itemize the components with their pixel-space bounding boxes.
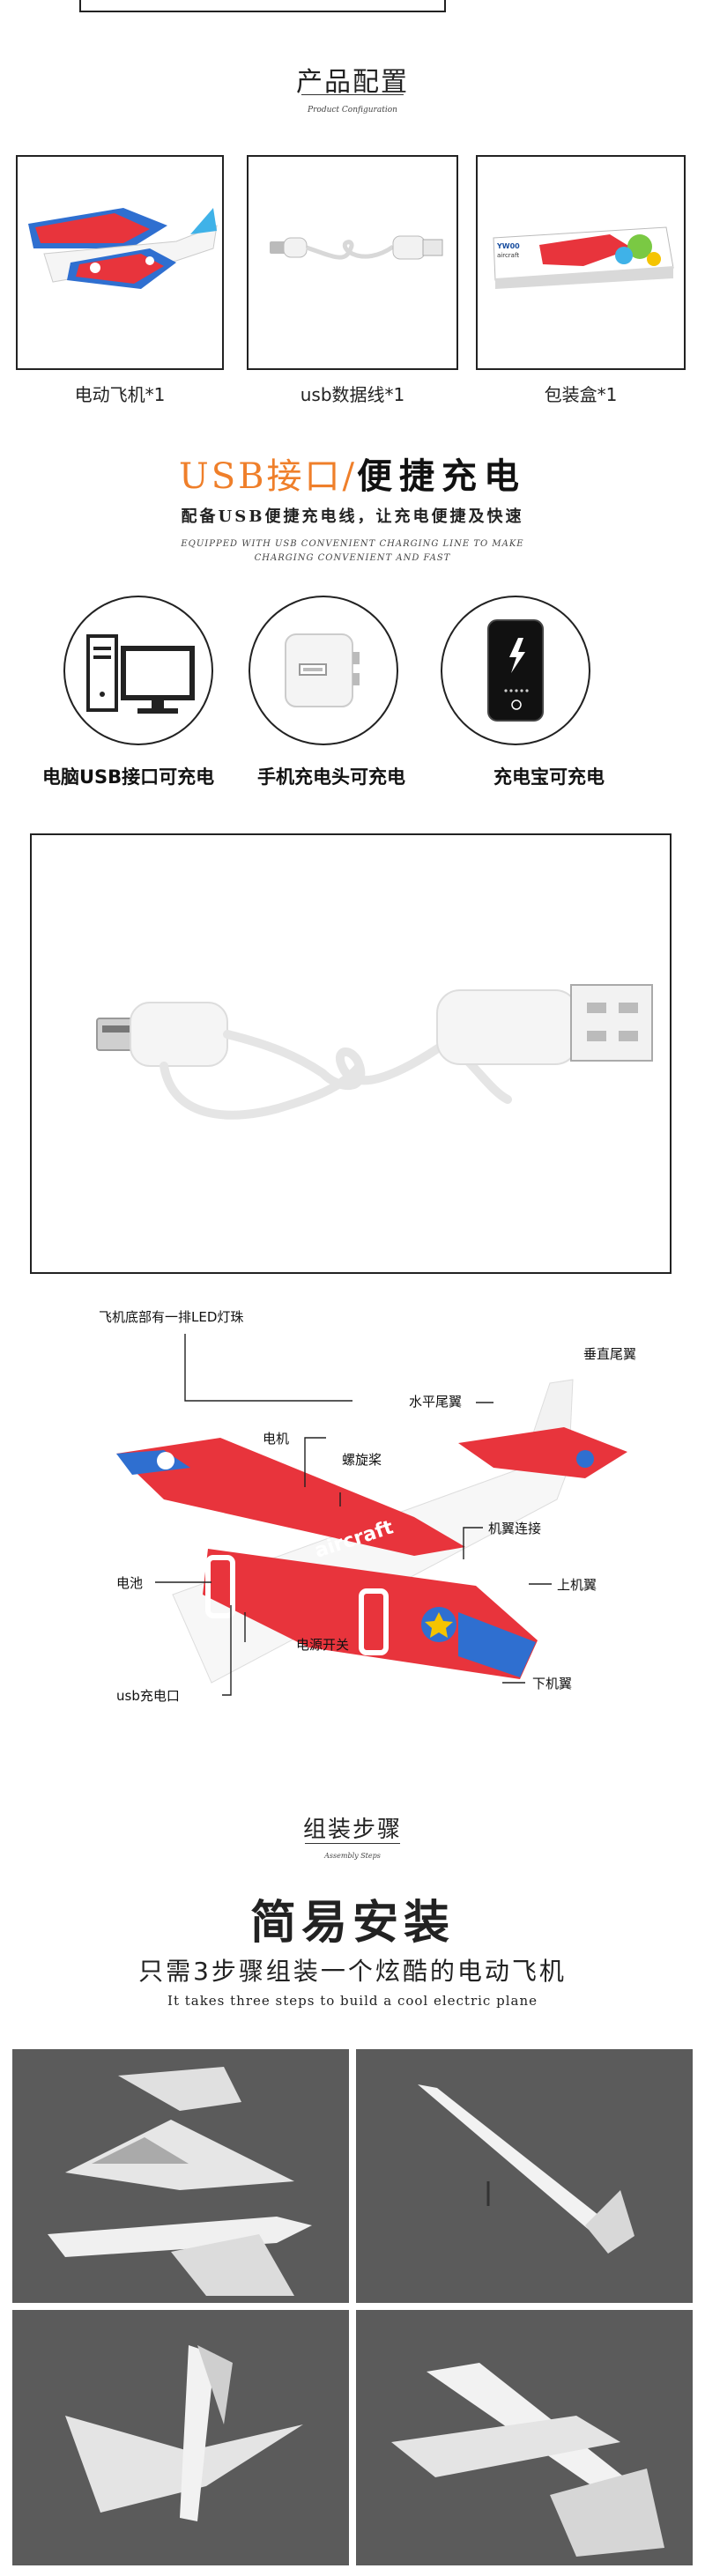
label-horizontal-tail: 水平尾翼 — [409, 1394, 463, 1410]
label-led: 飞机底部有一排LED灯珠 — [99, 1309, 244, 1325]
step-photo-4 — [356, 2310, 693, 2565]
fuselage-image — [418, 2084, 634, 2254]
config-subtitle: Product Configuration — [308, 106, 397, 115]
method-label-computer: 电脑USB接口可充电 — [42, 766, 215, 788]
box-brand-text: YW00 — [496, 242, 520, 250]
computer-icon — [86, 634, 195, 714]
computer-circle — [63, 596, 213, 745]
powerbank-circle — [441, 596, 590, 745]
config-title-rule — [301, 94, 404, 95]
usb-title-main: 便捷充电 — [356, 456, 526, 497]
method-label-charger: 手机充电头可充电 — [257, 766, 405, 788]
assembly-subtitle: Assembly Steps — [324, 1852, 381, 1860]
label-battery: 电池 — [116, 1575, 144, 1591]
cable-product-image — [270, 235, 443, 260]
plane-product-image — [28, 208, 218, 289]
assembly-headline: 简易安装 — [249, 1897, 455, 1950]
top-frame — [79, 0, 446, 12]
label-wing-joint: 机翼连接 — [488, 1521, 542, 1536]
assembly-title-rule — [305, 1843, 400, 1844]
plane-parts-image — [48, 2067, 312, 2296]
assembly-title: 组装步骤 — [302, 1817, 402, 1843]
usb-cable-image — [96, 984, 653, 1120]
label-upper-wing: 上机翼 — [557, 1577, 597, 1593]
charger-circle — [249, 596, 398, 745]
cable-photo-frame — [30, 833, 672, 1274]
plane-diagram: aircraft 飞机底部有一排LED灯珠 垂直尾翼 水平尾翼 电机 螺旋桨 机… — [0, 1295, 705, 1771]
label-lower-wing: 下机翼 — [532, 1676, 573, 1691]
usb-section-title: USB接口/便捷充电 — [0, 448, 705, 499]
usb-title-accent: USB接口/ — [179, 456, 357, 497]
method-label-powerbank: 充电宝可充电 — [494, 766, 605, 788]
config-label-plane: 电动飞机*1 — [74, 384, 166, 405]
config-card-box: YW00 aircraft — [476, 155, 686, 370]
label-motor: 电机 — [263, 1431, 290, 1447]
label-vertical-tail: 垂直尾翼 — [583, 1346, 637, 1362]
config-card-cable — [247, 155, 458, 370]
label-propeller: 螺旋桨 — [342, 1452, 382, 1468]
usb-desc: 配备USB便捷充电线，让充电便捷及快速 — [181, 507, 524, 526]
plane-diagram-image: aircraft — [116, 1334, 627, 1696]
plane-finished-image — [391, 2363, 664, 2557]
usb-en-line2: CHARGING CONVENIENT AND FAST — [254, 553, 451, 563]
config-card-plane — [16, 155, 224, 370]
step-photo-2 — [356, 2049, 693, 2303]
step-photo-3 — [12, 2310, 349, 2565]
usb-en-line1: EQUIPPED WITH USB CONVENIENT CHARGING LI… — [181, 539, 524, 549]
box-product-image: YW00 aircraft — [493, 226, 674, 289]
config-title: 产品配置 — [296, 67, 409, 98]
config-label-box: 包装盒*1 — [544, 384, 618, 405]
charger-icon — [285, 633, 360, 707]
step-photo-1 — [12, 2049, 349, 2303]
assembly-en-tagline: It takes three steps to build a cool ele… — [167, 1993, 538, 2009]
assembly-tagline: 只需3步骤组装一个炫酷的电动飞机 — [138, 1957, 567, 1986]
box-sub-text: aircraft — [497, 252, 519, 259]
label-power-switch: 电源开关 — [296, 1637, 350, 1653]
label-usb-port: usb充电口 — [116, 1688, 180, 1704]
powerbank-icon — [487, 619, 544, 722]
config-label-cable: usb数据线*1 — [300, 384, 405, 405]
plane-assembled-image — [65, 2345, 303, 2521]
